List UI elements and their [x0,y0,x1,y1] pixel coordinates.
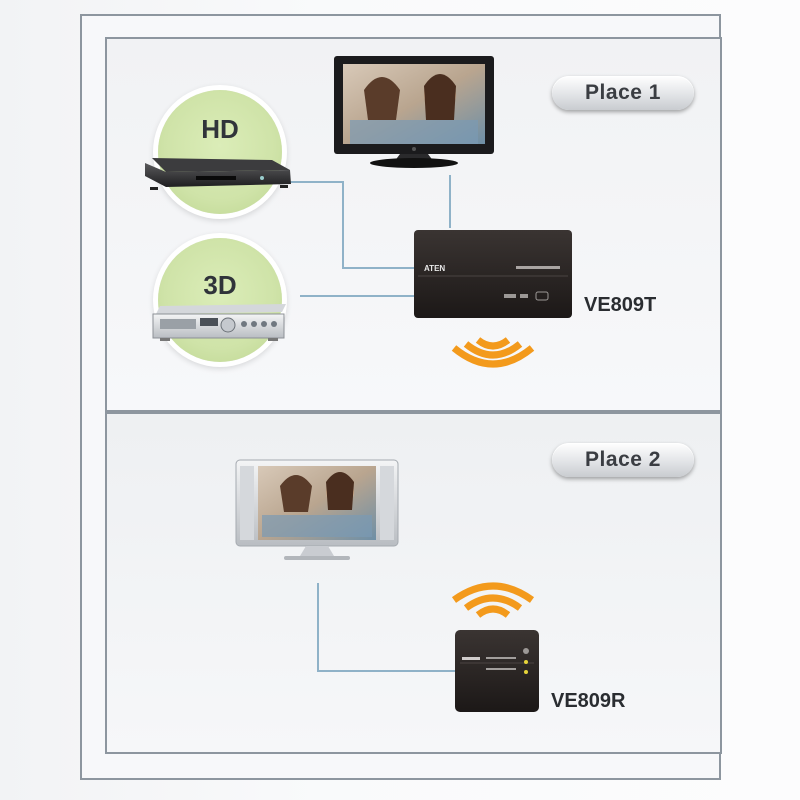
3d-source-circle: 3D [158,238,282,362]
hd-source-circle: HD [158,90,282,214]
tv-silver-icon [235,459,399,560]
place2-label: Place 2 [552,443,694,477]
hd-label: HD [201,114,239,144]
av-receiver-icon [152,304,286,341]
3d-label: 3D [203,270,237,300]
transmitter-model-label: VE809T [584,294,657,316]
receiver-box-icon [455,630,539,712]
place1-label: Place 1 [552,76,694,110]
cable-lines [290,175,460,672]
wifi-signal-down-icon [451,337,535,368]
dvd-player-icon [145,158,291,190]
transmitter-brand: ATEN [424,264,445,273]
receiver-model-label: VE809R [551,690,626,712]
wifi-signal-up-icon [451,582,535,618]
tv-monitor-icon [334,56,494,168]
transmitter-box-icon: ATEN [414,230,572,318]
